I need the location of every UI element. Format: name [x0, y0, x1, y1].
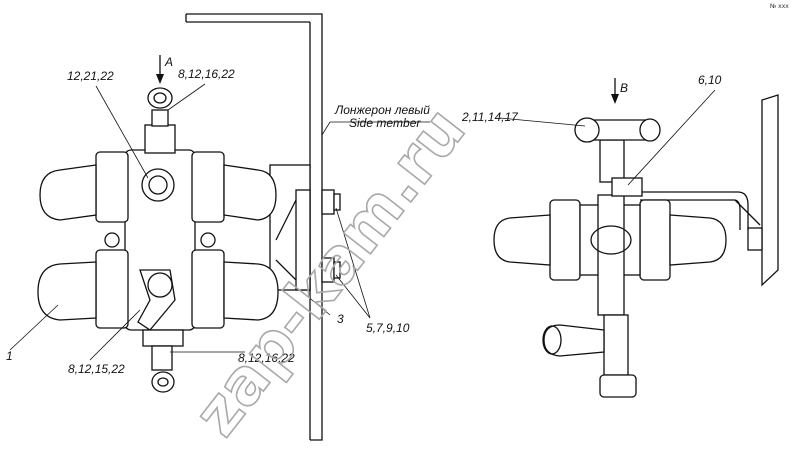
label-side-member-ru: Лонжерон левый	[334, 103, 430, 117]
arrow-a	[156, 55, 164, 84]
label-2-11-14-17: 2,11,14,17	[461, 110, 519, 124]
corner-mark: № ххх	[770, 3, 789, 10]
leader-lines	[9, 83, 716, 361]
right-side-plate	[640, 94, 779, 287]
label-side-member-en: Side member	[349, 116, 421, 130]
label-12-21-22: 12,21,22	[67, 69, 114, 83]
left-top-fitting	[144, 87, 176, 154]
view-a-letter: A	[164, 55, 173, 69]
right-valve-body	[493, 194, 727, 316]
arrow-b	[611, 78, 619, 104]
label-6-10: 6,10	[698, 73, 722, 87]
label-8-12-16-22-top: 8,12,16,22	[178, 67, 235, 81]
label-3: 3	[337, 312, 344, 326]
right-bottom-fittings	[542, 314, 637, 398]
view-b-letter: B	[620, 81, 628, 95]
bracket-bolts	[321, 189, 341, 283]
mounting-bracket	[269, 164, 311, 291]
label-5-7-9-10: 5,7,9,10	[366, 321, 410, 335]
right-top-tee	[574, 117, 661, 197]
left-valve-body	[37, 149, 279, 331]
label-8-12-15-22: 8,12,15,22	[68, 362, 125, 376]
label-8-12-16-22-bottom: 8,12,16,22	[238, 351, 295, 365]
label-1: 1	[6, 349, 13, 363]
left-bottom-fitting	[142, 329, 184, 393]
